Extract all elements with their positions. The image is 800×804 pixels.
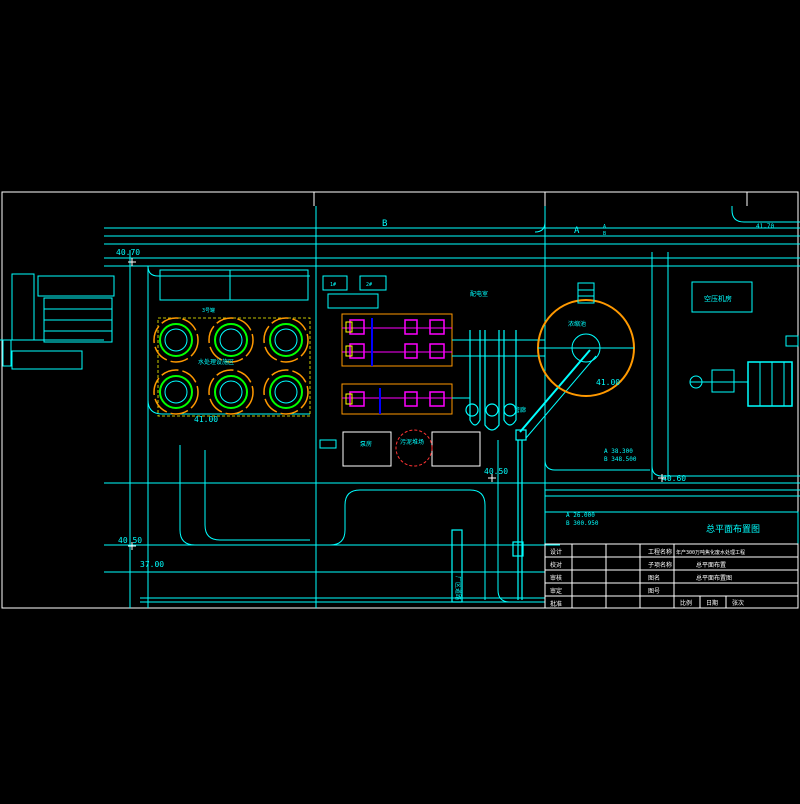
gate-house <box>0 273 115 370</box>
elev-left-low: 37.00 <box>140 560 164 569</box>
thickener-label: 浓缩池 <box>568 320 586 328</box>
pump-tag-2: 2# <box>366 282 372 288</box>
scale-label: 比例 <box>680 599 692 607</box>
subproject-label: 子项名称 <box>648 561 672 569</box>
water-tank <box>208 317 254 363</box>
elev-top-left: 40.70 <box>116 248 140 257</box>
coord-header-a: A <box>603 224 606 230</box>
title-block-row-label: 批准 <box>550 600 562 608</box>
elev-center: 40.50 <box>484 467 508 476</box>
elev-left-mid: 40.50 <box>118 536 142 545</box>
title-block-row-label: 设计 <box>550 548 562 556</box>
water-tank <box>208 369 254 415</box>
elevation-markers <box>128 258 666 550</box>
drawing-label: 图名 <box>648 574 660 582</box>
water-tank <box>153 317 199 363</box>
pipe-rack-label: 管廊 <box>514 406 526 414</box>
drawing-labels: B A A B 40.70 41.70 40.50 37.00 40.50 40… <box>116 219 774 600</box>
pump-station <box>322 275 545 415</box>
water-tank <box>263 317 309 363</box>
water-tank <box>153 369 199 415</box>
pump-tag-1: 1# <box>330 282 336 288</box>
road-label: 厂区道路 <box>454 576 462 600</box>
coord-top-a: A 38.300 <box>604 448 633 455</box>
title-banner: 总平面布置图 <box>706 523 760 535</box>
drawing-name: 总平面布置图 <box>696 574 732 582</box>
pump-house-label: 泵房 <box>360 440 372 448</box>
title-block-row-label: 审定 <box>550 587 562 595</box>
coord-bottom-a: A 26.000 <box>566 512 595 519</box>
auxiliary-buildings <box>319 429 481 467</box>
power-room-label: 配电室 <box>470 290 488 298</box>
title-block-text: 总平面布置图 工程名称 年产300万吨焦化废水处理工程 子项名称 总平面布置 图… <box>550 523 760 608</box>
water-tank <box>263 369 309 415</box>
elev-right: 40.60 <box>662 474 686 483</box>
thickener-tank <box>537 282 635 397</box>
water-treatment-tanks <box>153 269 311 417</box>
coord-bottom-b: B 300.950 <box>566 520 599 527</box>
coord-header-b: B <box>603 231 606 237</box>
subproject-name: 总平面布置 <box>696 561 726 569</box>
dim-tanks: 41.00 <box>194 415 218 424</box>
axis-a-label: A <box>574 226 580 236</box>
compressor-room-label: 空压机房 <box>704 294 732 303</box>
tank-small-label: 3号罐 <box>202 307 215 314</box>
drawing-frame <box>1 191 799 609</box>
drawing-no-label: 图号 <box>648 588 660 595</box>
pipe-rack <box>451 330 597 603</box>
sludge-yard-label: 污泥堆场 <box>400 438 424 446</box>
project-label: 工程名称 <box>648 548 672 556</box>
road-grid <box>104 206 800 608</box>
compressor-room <box>689 281 799 407</box>
tank-area-label: 水处理设施区 <box>198 358 234 366</box>
dim-circle: 41.00 <box>596 378 620 387</box>
axis-b-label: B <box>382 219 387 229</box>
project-name: 年产300万吨焦化废水处理工程 <box>676 549 745 556</box>
date-label: 日期 <box>706 599 718 607</box>
title-block-row-label: 校对 <box>550 561 562 569</box>
sheet-label: 张次 <box>732 599 744 607</box>
elev-top-right: 41.70 <box>756 223 774 230</box>
title-block <box>544 511 799 609</box>
coord-top-b: B 348.500 <box>604 456 637 463</box>
title-block-row-label: 审核 <box>550 574 562 582</box>
